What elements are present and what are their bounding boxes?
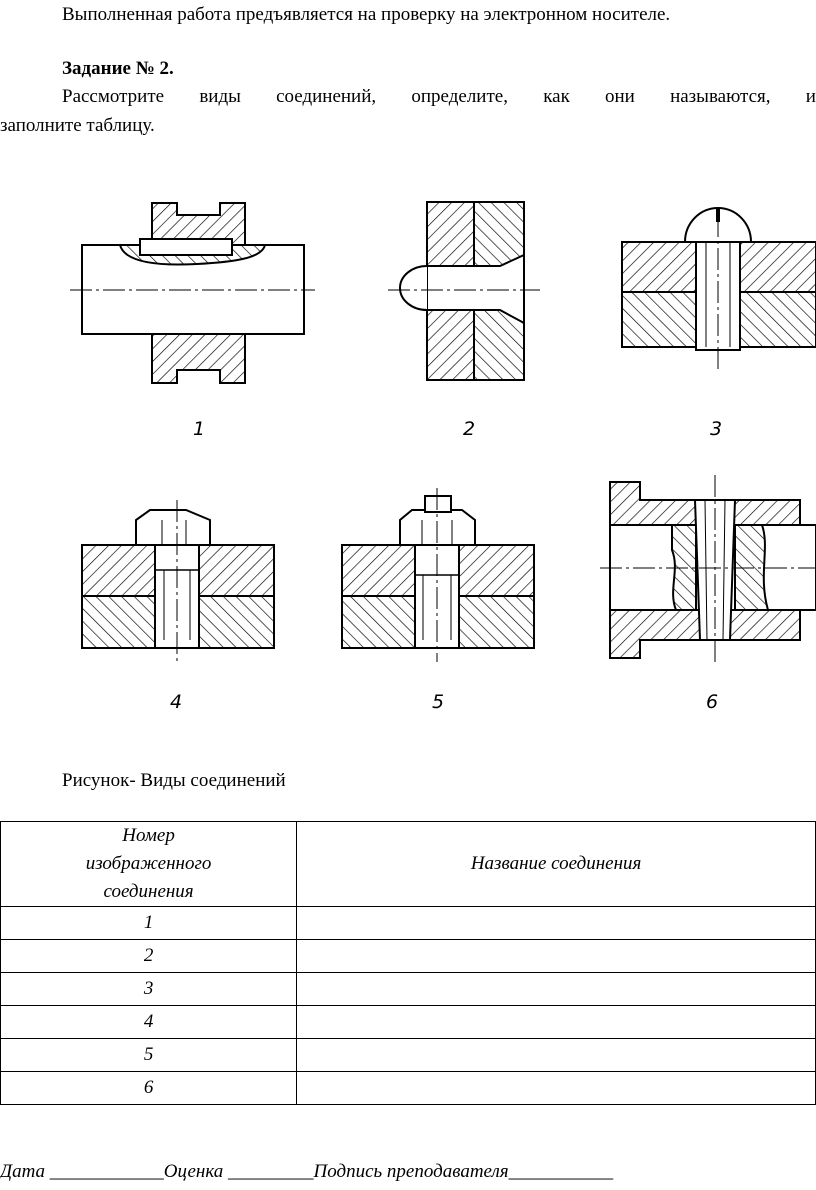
figure-label-6: 6: [706, 691, 718, 713]
connection-1-key-drawing: [70, 202, 315, 384]
row-name-empty[interactable]: [296, 1071, 816, 1105]
figure-label-5: 5: [432, 691, 444, 713]
table-row: 1: [0, 906, 816, 940]
figure-label-4: 4: [170, 691, 182, 713]
figure-caption: Рисунок- Виды соединений: [62, 770, 286, 791]
task-word: называются,: [670, 86, 771, 107]
row-number: 6: [0, 1071, 298, 1105]
row-name-empty[interactable]: [296, 1038, 816, 1072]
header-number-line: Номер: [122, 825, 175, 846]
connection-names-table: Номер изображенного соединения Название …: [0, 821, 816, 1105]
row-number: 4: [0, 1005, 298, 1039]
table-row: 6: [0, 1071, 816, 1105]
header-name-cell: Название соединения: [296, 821, 816, 907]
task-word: и: [805, 86, 816, 107]
signature-line: Дата ____________Оценка _________Подпись…: [0, 1161, 614, 1182]
connection-2-rivet-drawing: [388, 201, 540, 381]
task-text-line1: Рассмотрите виды соединений, определите,…: [62, 86, 816, 108]
table-row: 3: [0, 972, 816, 1006]
row-name-empty[interactable]: [296, 972, 816, 1006]
task-word: виды: [199, 86, 241, 107]
connection-3-screw-drawing: [621, 207, 816, 370]
row-number: 1: [0, 906, 298, 940]
connection-5-bolt-drawing: [341, 488, 535, 662]
connection-6-pin-drawing: [600, 475, 816, 662]
row-name-empty[interactable]: [296, 939, 816, 973]
table-row: 5: [0, 1038, 816, 1072]
row-number: 2: [0, 939, 298, 973]
task-word: Рассмотрите: [62, 86, 165, 107]
task-text-line2: заполните таблицу.: [0, 115, 155, 136]
task-word: определите,: [411, 86, 508, 107]
table-row: 4: [0, 1005, 816, 1039]
table-header-row: Номер изображенного соединения Название …: [0, 821, 816, 907]
task-word: как: [543, 86, 570, 107]
task-word: соединений,: [276, 86, 377, 107]
task-title: Задание № 2.: [62, 58, 174, 79]
header-number-cell: Номер изображенного соединения: [0, 821, 298, 907]
figure-label-1: 1: [193, 418, 205, 440]
figure-label-3: 3: [710, 418, 722, 440]
row-number: 5: [0, 1038, 298, 1072]
row-name-empty[interactable]: [296, 1005, 816, 1039]
connection-4-stud-drawing: [81, 500, 275, 662]
row-name-empty[interactable]: [296, 906, 816, 940]
task-word: они: [605, 86, 635, 107]
header-number-line: изображенного: [85, 853, 212, 874]
row-number: 3: [0, 972, 298, 1006]
table-row: 2: [0, 939, 816, 973]
figure-label-2: 2: [463, 418, 475, 440]
header-number-line: соединения: [103, 881, 194, 902]
intro-line: Выполненная работа предъявляется на пров…: [62, 4, 671, 25]
connection-types-figure: 1 2 3 4 5 6: [70, 201, 816, 713]
